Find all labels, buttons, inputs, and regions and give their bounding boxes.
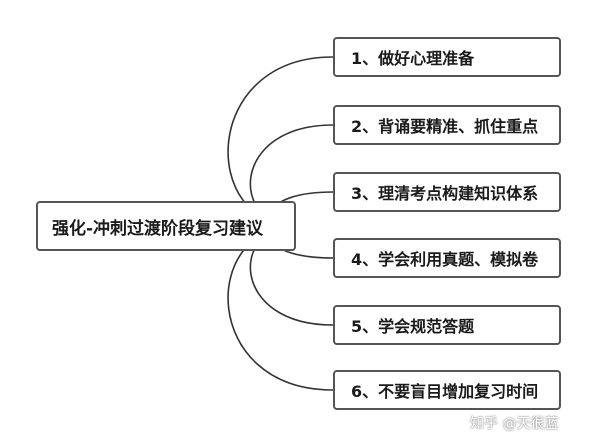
branch-node-label: 3、理清考点构建知识体系 xyxy=(351,184,539,203)
branch-node-label: 5、学会规范答题 xyxy=(351,317,475,336)
branch-node-label: 4、学会利用真题、模拟卷 xyxy=(351,250,539,269)
branch-node-4: 4、学会利用真题、模拟卷 xyxy=(333,238,561,278)
branch-node-label: 1、做好心理准备 xyxy=(351,49,475,68)
branch-node-1: 1、做好心理准备 xyxy=(333,37,561,77)
branch-node-5: 5、学会规范答题 xyxy=(333,305,561,345)
branch-node-3: 3、理清考点构建知识体系 xyxy=(333,172,561,212)
branch-node-label: 6、不要盲目增加复习时间 xyxy=(351,382,539,401)
watermark-text: 知乎 @天很蓝 xyxy=(470,416,559,432)
branch-node-2: 2、背诵要精准、抓住重点 xyxy=(333,105,561,145)
root-node: 强化-冲刺过渡阶段复习建议 xyxy=(36,201,296,251)
branch-node-label: 2、背诵要精准、抓住重点 xyxy=(351,117,539,136)
branch-node-6: 6、不要盲目增加复习时间 xyxy=(333,370,561,410)
root-node-label: 强化-冲刺过渡阶段复习建议 xyxy=(52,218,264,239)
